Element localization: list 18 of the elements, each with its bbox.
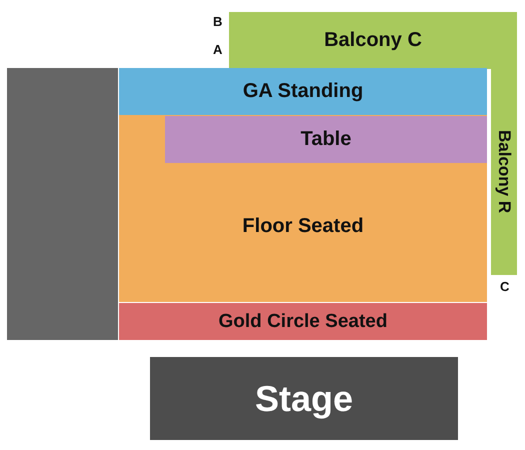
standing-section xyxy=(119,68,487,115)
balcony-section xyxy=(229,12,517,69)
section-label: GA Standing xyxy=(242,80,364,103)
row-letter: A xyxy=(213,42,222,57)
section-label: Floor Seated xyxy=(242,215,364,238)
balcony-section xyxy=(491,68,517,275)
table-section xyxy=(165,116,487,163)
row-letter: B xyxy=(213,14,222,29)
wall-block xyxy=(7,68,118,340)
stage xyxy=(150,357,458,440)
row-letter: C xyxy=(500,279,510,294)
section-label: Balcony R xyxy=(494,130,514,214)
section-label: Balcony C xyxy=(324,29,422,52)
seated-section xyxy=(119,303,487,340)
seated-section xyxy=(119,115,487,302)
stage-label: Stage xyxy=(254,378,354,420)
section-label: Table xyxy=(300,128,352,151)
section-label: Gold Circle Seated xyxy=(218,310,388,332)
